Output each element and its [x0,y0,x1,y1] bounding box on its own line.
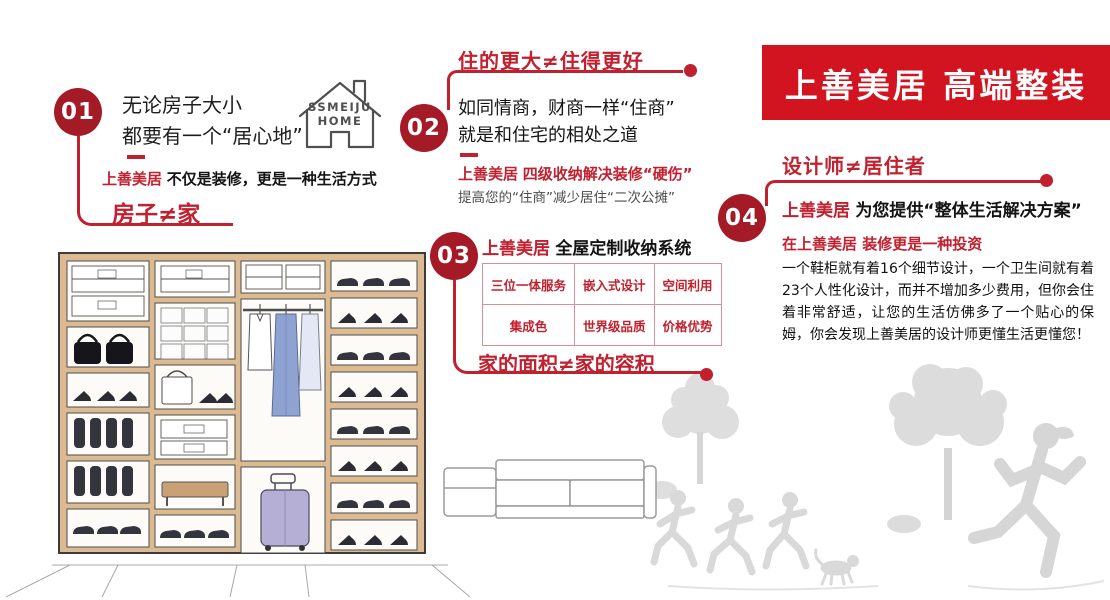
house-logo-text: SSMEIJU HOME [292,100,388,128]
ground-line [667,585,879,591]
red-dash-01 [127,155,145,159]
step-badge-02: 02 [400,104,448,152]
slogan-text: 不仅是装修，更是一种生活方式 [166,170,377,188]
house-logo-icon [298,79,382,149]
point4-invest-line: 在上善美居 装修更是一种投资 [782,235,983,253]
brand-name: 上善美居 [102,170,163,188]
connector-line-03 [453,280,701,374]
point1-line2: 都要有一个“居心地” [122,124,303,148]
children-running-silhouette [650,490,810,576]
outdoor-scene-illustration [648,340,1110,595]
table-cell: 集成色 [481,304,576,346]
point1-tagline: 房子≠家 [112,202,201,228]
point4-subtitle: 上善美居 为您提供“整体生活解决方案” [782,196,1082,221]
brand-name: 上善美居 [482,239,550,259]
connector-dot-04 [1040,174,1053,187]
dog-silhouette [814,548,859,586]
point1-slogan: 上善美居 不仅是装修，更是一种生活方式 [102,168,377,189]
point2-line1: 如同情商，财商一样“住商” [458,98,675,119]
logo-line1: SSMEIJU [308,100,372,114]
brand-name: 上善美居 [782,201,850,221]
wardrobe-illustration [56,250,428,566]
floor-perspective-lines [0,545,480,600]
house-logo: SSMEIJU HOME [292,76,388,154]
step-badge-03: 03 [430,232,478,280]
point1-line1: 无论房子大小 [122,93,242,117]
runner-silhouette [968,423,1086,578]
logo-line2: HOME [317,114,363,128]
tree-silhouette-large [887,364,1007,533]
brand-name: 上善美居 [458,165,519,183]
point2-line2: 就是和住宅的相处之道 [458,125,638,146]
table-cell: 三位一体服务 [481,263,576,305]
point1-text: 无论房子大小 都要有一个“居心地” [122,90,303,152]
point2-gray-text: 提高您的“住商”减少居住“二次公摊” [458,190,675,206]
step-badge-04: 04 [718,194,766,242]
point2-headline: 住的更大≠住得更好 [458,49,644,73]
ground-line [967,580,1105,591]
red-dash-02 [460,153,478,157]
point4-subtitle-text: 为您提供“整体生活解决方案” [855,201,1082,221]
brand-banner: 上善美居 高端整装 [762,45,1110,120]
connector-dot-03 [700,368,713,381]
table-cell: 价格优势 [653,304,722,346]
point2-text: 如同情商，财商一样“住商” 就是和住宅的相处之道 [458,95,675,149]
step-badge-01: 01 [54,88,102,136]
hanging-clothes [243,304,323,417]
point3-title-text: 全屋定制收纳系统 [555,239,692,259]
storage-feature-table: 三位一体服务 嵌入式设计 空间利用 集成色 世界级品质 价格优势 [481,263,722,346]
handbags [74,333,133,364]
point4-headline: 设计师≠居住者 [782,154,926,178]
sofa-illustration [438,452,660,540]
connector-dot-02 [684,64,697,77]
connector-line-02 [447,70,683,110]
point3-tagline: 家的面积≠家的容积 [478,352,655,376]
point4-body: 一个鞋柜就有着16个细节设计，一个卫生间就有着23个人性化设计，而并不增加多少费… [782,261,1094,343]
connector-line-01 [77,136,233,226]
tree-silhouette-small [648,373,739,499]
banner-title: 上善美居 高端整装 [784,65,1088,105]
point2-red-line: 上善美居 四级收纳解决装修“硬伤” [458,163,693,184]
suitcase [260,473,310,551]
table-cell: 世界级品质 [574,304,655,346]
point2-red-text: 四级收纳解决装修“硬伤” [522,165,693,183]
point3-title: 上善美居 全屋定制收纳系统 [482,234,691,259]
connector-line-04 [765,180,1041,206]
